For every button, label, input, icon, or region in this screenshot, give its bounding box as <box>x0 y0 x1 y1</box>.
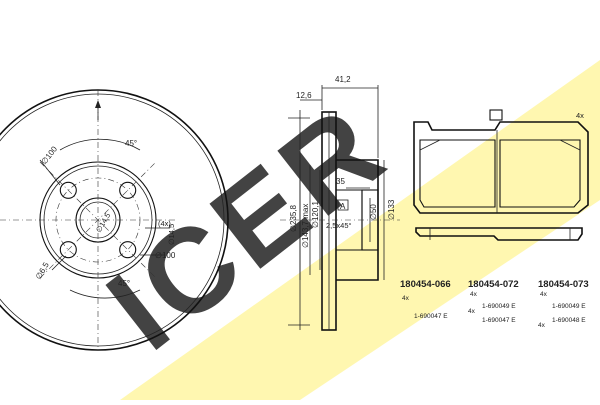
datum-ref: A <box>340 202 346 211</box>
brand-band <box>120 60 600 400</box>
kit-line-part: 1-690047 E <box>414 313 448 320</box>
dim-chamfer: 2,5x45° <box>326 221 352 230</box>
dim-center-bore-2: ∅14,5 <box>167 224 176 245</box>
kit-line-part: 1-690049 E <box>482 303 516 310</box>
pads-qty: 4x <box>576 111 584 120</box>
dim-angle-bottom: 45° <box>118 279 130 288</box>
kit-line-qty: 4x <box>470 291 478 298</box>
kit-line-part: 1-690049 E <box>552 303 586 310</box>
dim-pitch-circle: ∅100 <box>155 251 176 260</box>
dim-hub-dia: ∅143,7 max <box>301 204 310 248</box>
dim-angle-top: 45° <box>125 139 137 148</box>
dim-hole: ∅6,5 <box>34 260 51 281</box>
dim-thickness-total: 41,2 <box>335 75 351 84</box>
kit-line-qty: 4x <box>540 291 548 298</box>
disc-section-view: 41,2 12,6 ∅235,8 ∅143,7 max ∅120,1 35 A … <box>280 75 400 331</box>
kit-line-part: 1-690047 E <box>482 317 516 324</box>
kit-line-qty: 4x <box>468 308 476 315</box>
bolt-hole <box>59 241 77 259</box>
dim-depth: 35 <box>336 177 345 186</box>
dim-offset: 12,6 <box>296 91 312 100</box>
dim-inner-dia: ∅120,1 <box>311 200 320 228</box>
kit-line-qty: 4x <box>402 295 410 302</box>
dim-ring-dia: ∅50 <box>369 204 378 220</box>
kit-line-qty: 4x <box>538 322 546 329</box>
kit-code: 180454-072 <box>468 279 519 290</box>
dim-bolt-count: (4x) <box>158 219 171 228</box>
brake-pads: 4x <box>413 109 589 241</box>
kit-line-part: 1-690048 E <box>552 317 586 324</box>
kit-code: 180454-073 <box>538 279 589 290</box>
bolt-hole <box>119 241 137 259</box>
kit-code: 180454-066 <box>400 279 451 290</box>
bolt-hole <box>59 181 77 199</box>
dim-hat-dia: ∅133 <box>387 199 396 220</box>
dim-center-bore: ∅14,5 <box>94 211 112 234</box>
disc-front-view: 45° ∅100 ∅14,5 (4x) ∅14,5 ∅100 ∅6,5 45° <box>0 89 229 351</box>
dim-bolt-circle: ∅100 <box>39 144 59 166</box>
dim-outer-dia: ∅235,8 <box>289 204 298 232</box>
bolt-hole <box>119 181 137 199</box>
